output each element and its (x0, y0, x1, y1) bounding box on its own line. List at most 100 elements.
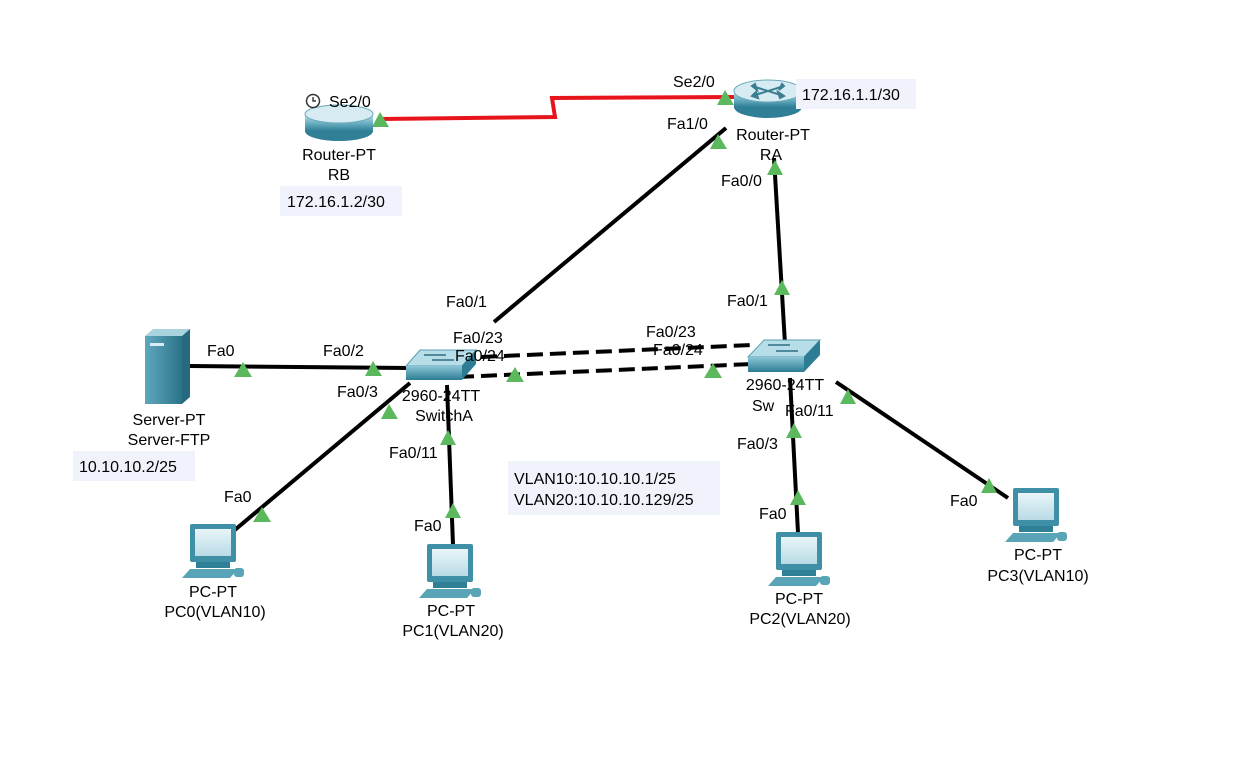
port-label-ra-fa00: Fa0/0 (721, 173, 762, 190)
router-ra-type-label: Router-PT (736, 127, 810, 144)
clock-hands (312, 97, 316, 102)
link-up-indicator (981, 478, 997, 493)
link-switchb-pc2[interactable] (788, 377, 800, 534)
router-rb[interactable] (304, 93, 374, 142)
switch-a-model-label: 2960-24TT (402, 388, 480, 405)
links (189, 95, 1010, 546)
link-up-indicator (704, 363, 722, 378)
pc2[interactable] (768, 532, 830, 586)
pc-mouse (471, 588, 481, 597)
switch-arrows-icon (768, 344, 798, 352)
link-up-indicator (710, 134, 727, 149)
server-ftp[interactable] (145, 329, 190, 404)
link-up-indicator (790, 490, 806, 505)
router-rb-type-label: Router-PT (302, 147, 376, 164)
link-up-indicator (717, 90, 734, 105)
port-label-server-fa0: Fa0 (207, 343, 235, 360)
link-up-indicator (840, 389, 856, 404)
note-vlan20: VLAN20:10.10.10.129/25 (514, 492, 694, 509)
note-ra-ip: 172.16.1.1/30 (802, 87, 900, 104)
port-label-swa-fa023: Fa0/23 (453, 330, 503, 347)
link-up-indicator (253, 507, 271, 522)
switch-a-name-label: SwitchA (415, 408, 473, 425)
pc0[interactable] (182, 524, 244, 578)
link-up-indicator (372, 112, 389, 127)
serial-link-rb-ra[interactable] (379, 95, 741, 121)
pc2-type-label: PC-PT (775, 591, 823, 608)
pc-screen (1018, 493, 1054, 520)
port-label-swa-fa03: Fa0/3 (337, 384, 378, 401)
pc-keyboard (182, 569, 238, 578)
port-label-swa-fa011: Fa0/11 (389, 445, 438, 462)
note-vlan-bg (508, 461, 720, 515)
port-label-swa-fa01: Fa0/1 (446, 294, 487, 311)
switch-front (406, 366, 462, 380)
port-label-swa-fa02: Fa0/2 (323, 343, 364, 360)
router-top (304, 104, 374, 124)
port-label-swb-fa011: Fa0/11 (785, 403, 834, 420)
link-switchb-pc3[interactable] (834, 380, 1010, 500)
pc-screen (195, 529, 231, 556)
switch-b-name-label: Sw (752, 398, 775, 415)
pc-keyboard (1005, 533, 1061, 542)
port-label-pc0-fa0: Fa0 (224, 489, 252, 506)
port-label-swa-fa024: Fa0/24 (455, 348, 505, 365)
switch-b[interactable] (746, 339, 822, 372)
pc3[interactable] (1005, 488, 1067, 542)
pc-stand (782, 570, 816, 576)
pc-mouse (1057, 532, 1067, 541)
link-up-indicator (381, 404, 398, 419)
link-up-indicator (506, 367, 524, 382)
router-ra[interactable] (733, 79, 803, 118)
port-label-swb-fa024: Fa0/24 (653, 342, 703, 359)
note-vlan10: VLAN10:10.10.10.1/25 (514, 471, 676, 488)
pc-keyboard (419, 589, 475, 598)
router-arrows-icon (750, 82, 786, 100)
pc-screen (432, 549, 468, 576)
note-rb-ip: 172.16.1.2/30 (287, 194, 385, 211)
link-up-indicator (786, 423, 802, 438)
pc1-type-label: PC-PT (427, 603, 475, 620)
note-rb-ip-bg (280, 186, 402, 216)
trunk-link-fa023[interactable] (457, 343, 753, 360)
link-ra-switcha[interactable] (492, 126, 728, 324)
server-name-label: Server-FTP (128, 432, 211, 449)
link-up-indicator (234, 362, 252, 377)
note-server-ip-bg (73, 451, 195, 481)
pc3-type-label: PC-PT (1014, 547, 1062, 564)
link-up-indicator (440, 430, 456, 445)
link-up-indicator (774, 280, 790, 295)
note-server-ip: 10.10.10.2/25 (79, 459, 177, 476)
pc-stand (196, 562, 230, 568)
switch-a[interactable] (404, 349, 478, 380)
port-label-swb-fa01: Fa0/1 (727, 293, 768, 310)
server-top (145, 329, 190, 336)
trunk-link-fa024[interactable] (457, 362, 753, 379)
port-label-pc3-fa0: Fa0 (950, 493, 978, 510)
server-front (145, 336, 182, 404)
pc0-type-label: PC-PT (189, 584, 237, 601)
switch-side (462, 350, 476, 380)
link-switcha-pc0[interactable] (228, 381, 412, 536)
link-up-indicator (445, 503, 461, 518)
pc2-name-label: PC2(VLAN20) (749, 611, 850, 628)
pc-keyboard (768, 577, 824, 586)
server-drive (150, 343, 164, 346)
pc-stand (1019, 526, 1053, 532)
link-ra-switchb[interactable] (772, 157, 787, 345)
pc-screen (781, 537, 817, 564)
pc0-name-label: PC0(VLAN10) (164, 604, 265, 621)
port-label-ra-se20: Se2/0 (673, 74, 715, 91)
port-label-swb-fa03: Fa0/3 (737, 436, 778, 453)
pc1[interactable] (419, 544, 481, 598)
port-label-rb-se20: Se2/0 (329, 94, 371, 111)
pc-stand (433, 582, 467, 588)
port-label-swb-fa023: Fa0/23 (646, 324, 696, 341)
server-side (182, 329, 190, 404)
router-rb-name-label: RB (328, 167, 350, 184)
switch-side (804, 340, 820, 372)
switch-arrows-icon (424, 354, 454, 361)
pc1-name-label: PC1(VLAN20) (402, 623, 503, 640)
link-switcha-pc1[interactable] (445, 384, 455, 546)
